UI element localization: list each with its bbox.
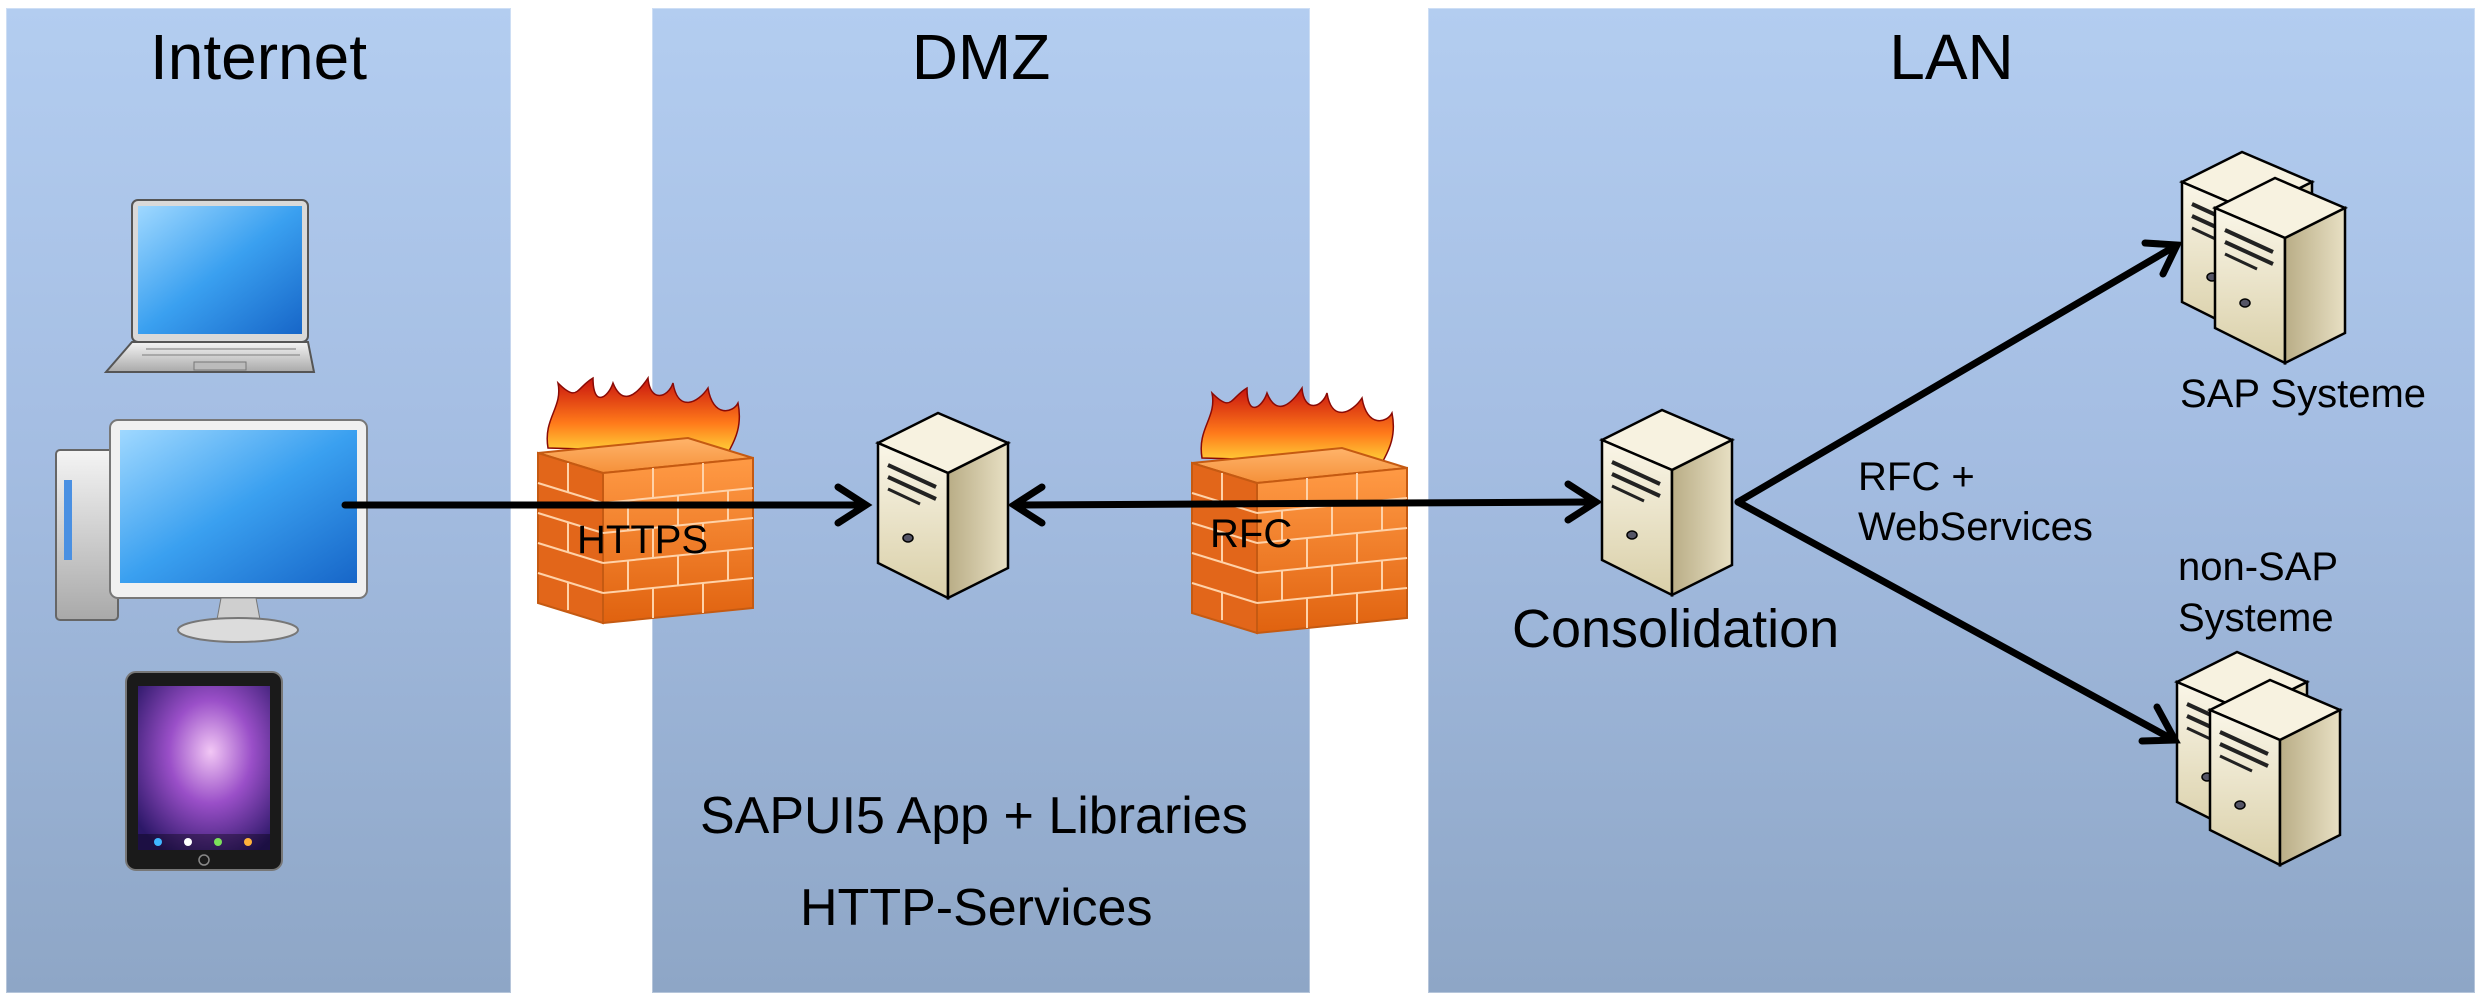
sap-connection-line: [1734, 244, 2176, 506]
firewall-https-icon: [537, 377, 754, 624]
internet-zone-title: Internet: [149, 21, 368, 93]
sap-arrowhead: [2141, 239, 2183, 278]
non-sap-label-line1: non-SAP: [2178, 545, 2339, 589]
dmz-zone-title: DMZ: [911, 21, 1051, 93]
sap-systems-server-icon: [2180, 150, 2347, 365]
connection-label-line1: RFC +: [1858, 455, 1975, 499]
rfc-label: RFC: [1210, 512, 1293, 556]
dmz-server-icon: [876, 411, 1010, 600]
rfc-connection-line: [1016, 498, 1594, 509]
lan-zone-title: LAN: [1889, 21, 2014, 93]
sap-systems-label: SAP Systeme: [2180, 372, 2427, 416]
consolidation-label: Consolidation: [1512, 599, 1840, 659]
rfc-right-arrowhead: [1564, 480, 1603, 524]
firewall-rfc-icon: [1191, 387, 1408, 634]
tablet-icon: [125, 671, 283, 871]
desktop-pc-icon: [55, 419, 368, 643]
non-sap-systems-server-icon: [2175, 650, 2342, 867]
https-label: HTTPS: [577, 518, 709, 562]
laptop-icon: [103, 199, 316, 373]
dmz-services-label: HTTP-Services: [800, 879, 1153, 937]
non-sap-label-line2: Systeme: [2178, 596, 2334, 640]
non-sap-arrowhead: [2138, 703, 2181, 745]
rfc-left-arrowhead: [1007, 483, 1046, 527]
dmz-app-label: SAPUI5 App + Libraries: [700, 787, 1248, 845]
https-arrowhead: [834, 483, 873, 527]
non-sap-connection-line: [1734, 498, 2174, 742]
consolidation-server-icon: [1600, 408, 1734, 597]
connection-label-line2: WebServices: [1858, 505, 2093, 549]
